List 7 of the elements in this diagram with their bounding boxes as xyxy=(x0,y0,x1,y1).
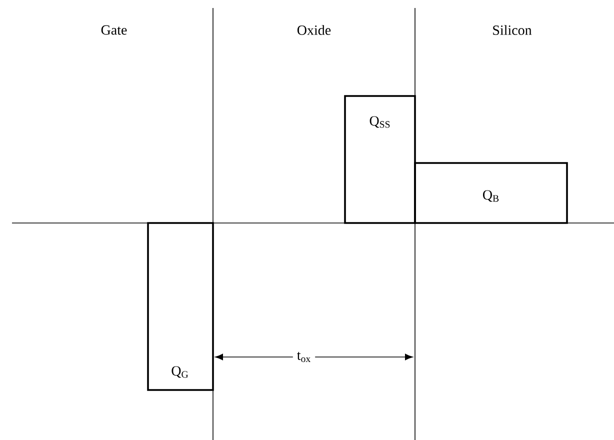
charge-bar: Q$_{B}$ xyxy=(414,162,568,224)
region-label: Gate xyxy=(101,25,127,35)
charge-bar: Q$_{G}$ xyxy=(147,222,214,391)
region-label: Silicon xyxy=(493,25,532,35)
dimension-label: t$_{ox}$ xyxy=(292,348,316,366)
region-label: Oxide xyxy=(297,25,331,35)
charge-bar: Q$_{SS}$ xyxy=(344,95,416,224)
